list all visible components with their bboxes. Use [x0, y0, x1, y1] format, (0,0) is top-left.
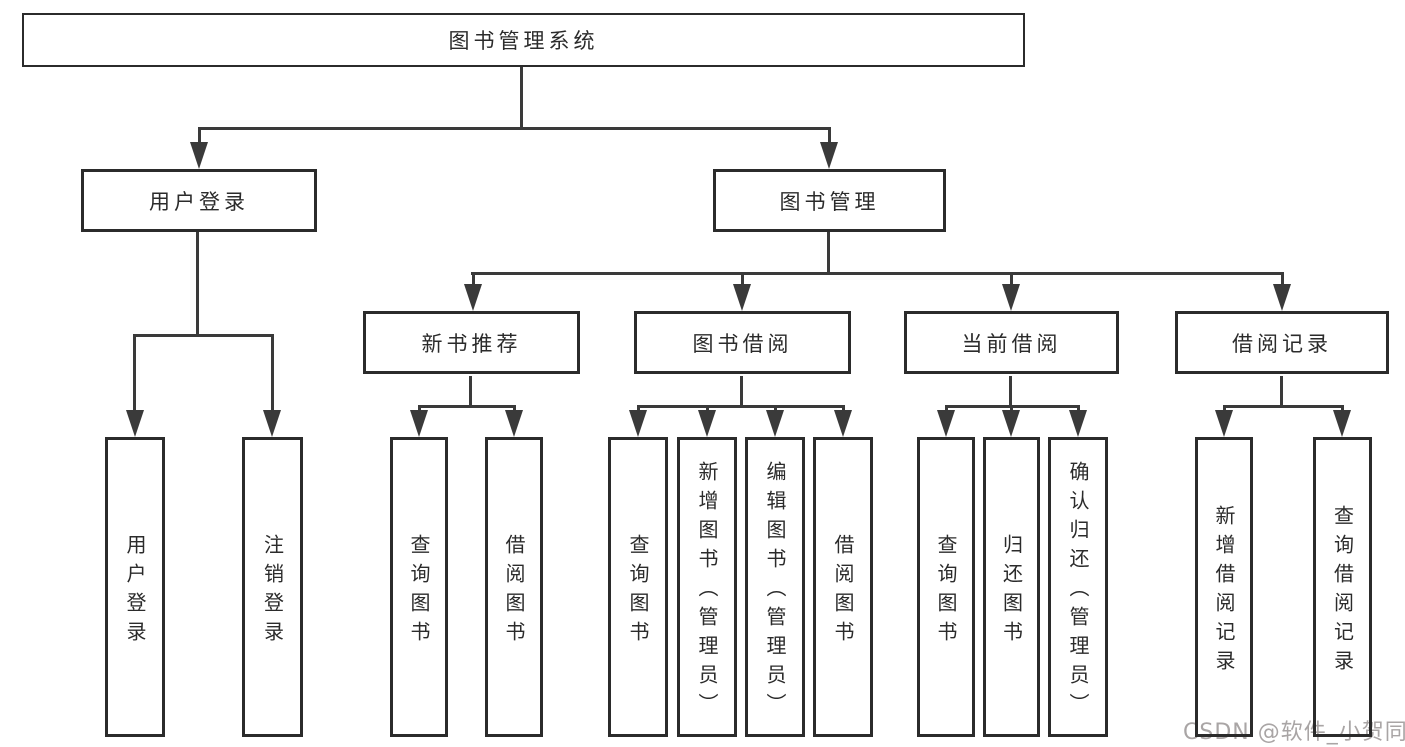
edge-line: [472, 272, 475, 288]
node-label: 注销登录: [260, 533, 285, 650]
edge-arrowhead-icon: [126, 410, 144, 437]
edge-line: [133, 334, 136, 414]
edge-arrowhead-icon: [1069, 410, 1087, 437]
node-leaf-query-books: 查询图书: [390, 437, 448, 737]
node-leaf-query-borrow-record: 查询借阅记录: [1313, 437, 1372, 737]
node-label: 借阅记录: [1232, 331, 1332, 356]
node-label: 用户登录: [123, 533, 147, 650]
node-label: 确认归还（管理员）: [1066, 461, 1090, 722]
node-leaf-borrow-books: 借阅图书: [813, 437, 873, 737]
edge-line: [418, 405, 516, 408]
edge-line: [828, 127, 831, 148]
node-leaf-confirm-return-admin: 确认归还（管理员）: [1048, 437, 1108, 737]
edge-line: [637, 405, 845, 408]
node-label: 图书管理: [779, 189, 880, 214]
node-label: 借阅图书: [502, 533, 526, 650]
node-leaf-return-books: 归还图书: [983, 437, 1040, 737]
node-new-book-recommendation: 新书推荐: [363, 311, 580, 374]
node-label: 新书推荐: [421, 331, 522, 356]
edge-line: [271, 334, 274, 414]
edge-arrowhead-icon: [1002, 410, 1020, 437]
node-label: 查询图书: [934, 533, 958, 650]
edge-arrowhead-icon: [766, 410, 784, 437]
node-book-borrowing: 图书借阅: [634, 311, 851, 374]
edge-arrowhead-icon: [937, 410, 955, 437]
node-label: 当前借阅: [961, 331, 1062, 356]
edge-line: [741, 272, 744, 288]
node-leaf-add-borrow-record: 新增借阅记录: [1195, 437, 1253, 737]
edge-line: [469, 376, 472, 408]
node-label: 查询图书: [407, 533, 431, 650]
node-leaf-query-books: 查询图书: [608, 437, 668, 737]
edge-line: [1009, 376, 1012, 408]
edge-arrowhead-icon: [263, 410, 281, 437]
edge-line: [1223, 405, 1344, 408]
edge-arrowhead-icon: [1002, 284, 1020, 311]
node-label: 编辑图书（管理员）: [763, 461, 787, 722]
edge-arrowhead-icon: [820, 142, 838, 169]
node-leaf-logout: 注销登录: [242, 437, 303, 737]
node-label: 查询借阅记录: [1330, 504, 1355, 679]
node-label: 图书管理系统: [448, 29, 599, 53]
node-user-login: 用户登录: [81, 169, 317, 232]
node-current-borrowing: 当前借阅: [904, 311, 1119, 374]
node-label: 新增图书（管理员）: [695, 461, 719, 722]
edge-line: [1280, 376, 1283, 408]
edge-arrowhead-icon: [410, 410, 428, 437]
edge-arrowhead-icon: [1333, 410, 1351, 437]
edge-arrowhead-icon: [505, 410, 523, 437]
edge-arrowhead-icon: [629, 410, 647, 437]
edge-arrowhead-icon: [733, 284, 751, 311]
node-book-management: 图书管理: [713, 169, 946, 232]
node-leaf-user-login: 用户登录: [105, 437, 165, 737]
node-label: 用户登录: [149, 189, 249, 214]
edge-arrowhead-icon: [190, 142, 208, 169]
edge-line: [827, 232, 830, 274]
node-label: 借阅图书: [831, 533, 855, 650]
node-leaf-borrow-books: 借阅图书: [485, 437, 543, 737]
node-leaf-query-books: 查询图书: [917, 437, 975, 737]
node-borrowing-records: 借阅记录: [1175, 311, 1389, 374]
edge-line: [740, 376, 743, 408]
edge-arrowhead-icon: [464, 284, 482, 311]
edge-arrowhead-icon: [1273, 284, 1291, 311]
edge-line: [198, 127, 831, 130]
node-label: 归还图书: [999, 533, 1024, 650]
edge-arrowhead-icon: [1215, 410, 1233, 437]
edge-arrowhead-icon: [698, 410, 716, 437]
edge-line: [471, 272, 1284, 275]
node-label: 图书借阅: [692, 331, 793, 356]
node-library-management-system: 图书管理系统: [22, 13, 1025, 67]
watermark-text: CSDN @软件_小贺同学: [1183, 720, 1405, 745]
edge-line: [1010, 272, 1013, 288]
edge-line: [198, 127, 201, 148]
edge-line: [196, 232, 199, 336]
node-label: 新增借阅记录: [1212, 504, 1236, 679]
edge-line: [1281, 272, 1284, 288]
edge-arrowhead-icon: [834, 410, 852, 437]
edge-line: [520, 67, 523, 127]
node-leaf-edit-books-admin: 编辑图书（管理员）: [745, 437, 805, 737]
node-leaf-add-books-admin: 新增图书（管理员）: [677, 437, 737, 737]
node-label: 查询图书: [626, 533, 650, 650]
edge-line: [133, 334, 274, 337]
